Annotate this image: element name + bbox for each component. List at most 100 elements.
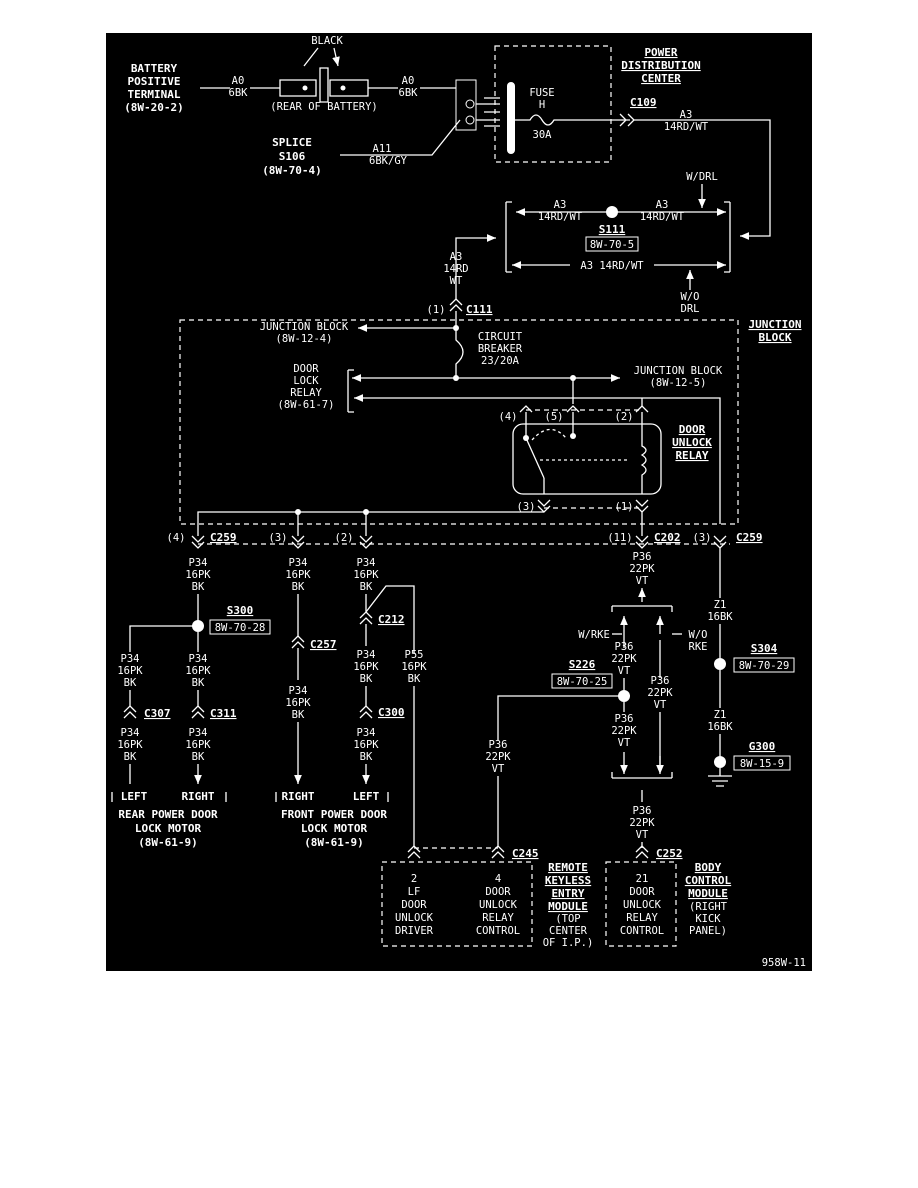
svg-text:22PK: 22PK	[647, 687, 673, 699]
svg-text:BK: BK	[408, 673, 421, 685]
s111-spec-left: 14RD/WT	[538, 211, 583, 223]
rear-motor-bracket	[111, 792, 227, 802]
wire-p34-e: P34 16PK BK	[185, 653, 211, 689]
svg-text:P36: P36	[489, 739, 508, 751]
front-motor-ref: (8W-61-9)	[304, 836, 364, 849]
rke-module-box	[381, 861, 533, 947]
rke-bracket-bottom	[611, 772, 673, 779]
svg-text:BK: BK	[124, 677, 137, 689]
rear-motor-arrows	[129, 764, 198, 784]
svg-text:CENTER: CENTER	[641, 72, 681, 85]
c257-label: C257	[310, 638, 337, 651]
rear-motor-right: RIGHT	[181, 790, 214, 803]
svg-text:BK: BK	[192, 751, 205, 763]
wire-a3-down-gauge: 14RD	[443, 263, 468, 275]
c245-pin2-connector	[407, 845, 421, 859]
svg-text:ENTRY: ENTRY	[551, 887, 584, 900]
c202-label: C202	[654, 531, 681, 544]
jb-ref1-l1: JUNCTION BLOCK	[260, 321, 349, 333]
g300-ref-box	[733, 755, 791, 771]
wo-drl-l2: DRL	[681, 303, 700, 315]
ground-return-wire	[354, 394, 721, 524]
svg-text:DOOR: DOOR	[629, 886, 655, 898]
black-arrows	[303, 47, 338, 66]
wire-a3-top-spec: 14RD/WT	[664, 121, 709, 133]
c202-connector	[635, 535, 649, 549]
svg-text:POSITIVE: POSITIVE	[128, 75, 181, 88]
svg-text:16PK: 16PK	[353, 661, 379, 673]
c259-right-pin: (3)	[693, 532, 712, 544]
svg-text:BREAKER: BREAKER	[478, 343, 523, 355]
svg-text:Z1: Z1	[714, 709, 727, 721]
svg-text:P34: P34	[357, 557, 376, 569]
wire-p36-f: P36 22PK VT	[629, 805, 655, 841]
rear-motor-left: LEFT	[121, 790, 148, 803]
svg-text:CONTROL: CONTROL	[620, 925, 664, 937]
w-rke-label: W/RKE	[578, 629, 610, 641]
svg-text:RELAY: RELAY	[482, 912, 514, 924]
wo-drl-l1: W/O	[681, 291, 700, 303]
s304-ref: 8W-70-29	[739, 660, 790, 672]
c109-label: C109	[630, 96, 657, 109]
svg-text:22PK: 22PK	[611, 653, 637, 665]
svg-text:16PK: 16PK	[353, 739, 379, 751]
jb-ref2-l1: JUNCTION BLOCK	[634, 365, 723, 377]
svg-text:16BK: 16BK	[707, 721, 733, 733]
c259-left-label: C259	[210, 531, 237, 544]
s111-splice-dot	[606, 206, 618, 218]
s111-bracket-ends	[506, 201, 730, 273]
battery-connector	[279, 67, 369, 103]
s111-ref: 8W-70-5	[590, 239, 634, 251]
battery-label: BATTERY POSITIVE TERMINAL (8W-20-2)	[124, 62, 184, 114]
svg-text:16PK: 16PK	[401, 661, 427, 673]
svg-text:BODY: BODY	[695, 861, 722, 874]
svg-text:S106: S106	[279, 150, 306, 163]
svg-text:BK: BK	[292, 581, 305, 593]
conn-pin3: (3)	[269, 532, 288, 544]
s300-branch-left	[129, 625, 198, 652]
s226-id: S226	[569, 658, 596, 671]
conn-pin2: (2)	[335, 532, 354, 544]
svg-text:VT: VT	[618, 665, 631, 677]
svg-text:P34: P34	[289, 557, 308, 569]
figure-id: 958W-11	[762, 957, 806, 969]
s111-a3-right: A3	[656, 199, 669, 211]
c311-connector	[191, 705, 205, 719]
c252-connector	[635, 845, 649, 859]
wire-p34-c: P34 16PK BK	[353, 557, 379, 593]
wire-a0-right-spec: 6BK	[399, 87, 419, 99]
jb-ref2-l2: (8W-12-5)	[650, 377, 707, 389]
svg-text:P34: P34	[189, 653, 208, 665]
diagram-background	[106, 33, 812, 971]
splice-s106-label: SPLICE S106 (8W-70-4)	[262, 136, 322, 177]
wire-p34-h: P34 16PK BK	[285, 685, 311, 721]
svg-text:P34: P34	[189, 727, 208, 739]
door-unlock-relay-l1: DOOR	[679, 423, 706, 436]
svg-text:Z1: Z1	[714, 599, 727, 611]
s226-branch	[497, 695, 624, 740]
svg-text:PANEL): PANEL)	[689, 925, 727, 937]
wire-a11-spec: 6BK/GY	[369, 155, 408, 167]
svg-text:22PK: 22PK	[629, 563, 655, 575]
svg-text:DOOR: DOOR	[401, 899, 427, 911]
s226-ref: 8W-70-25	[557, 676, 608, 688]
svg-text:BK: BK	[360, 581, 373, 593]
door-lock-relay-label: DOOR LOCK RELAY (8W-61-7)	[278, 363, 335, 411]
svg-text:FUSE: FUSE	[529, 87, 554, 99]
svg-text:VT: VT	[654, 699, 667, 711]
s300-ref-box	[209, 619, 271, 635]
front-motor-l2: LOCK MOTOR	[301, 822, 368, 835]
svg-text:P36: P36	[615, 641, 634, 653]
wire-p36-c: P36 22PK VT	[647, 675, 673, 711]
bus-drops	[297, 512, 367, 536]
c212-label: C212	[378, 613, 405, 626]
c257-connector	[291, 635, 305, 649]
svg-text:16PK: 16PK	[117, 739, 143, 751]
svg-text:BK: BK	[192, 677, 205, 689]
pdc-label: POWER DISTRIBUTION CENTER	[621, 46, 700, 85]
svg-text:LOCK: LOCK	[293, 375, 319, 387]
wire-p55-up	[365, 585, 415, 654]
wire-a3-down-color: WT	[450, 275, 463, 287]
svg-text:REMOTE: REMOTE	[548, 861, 588, 874]
